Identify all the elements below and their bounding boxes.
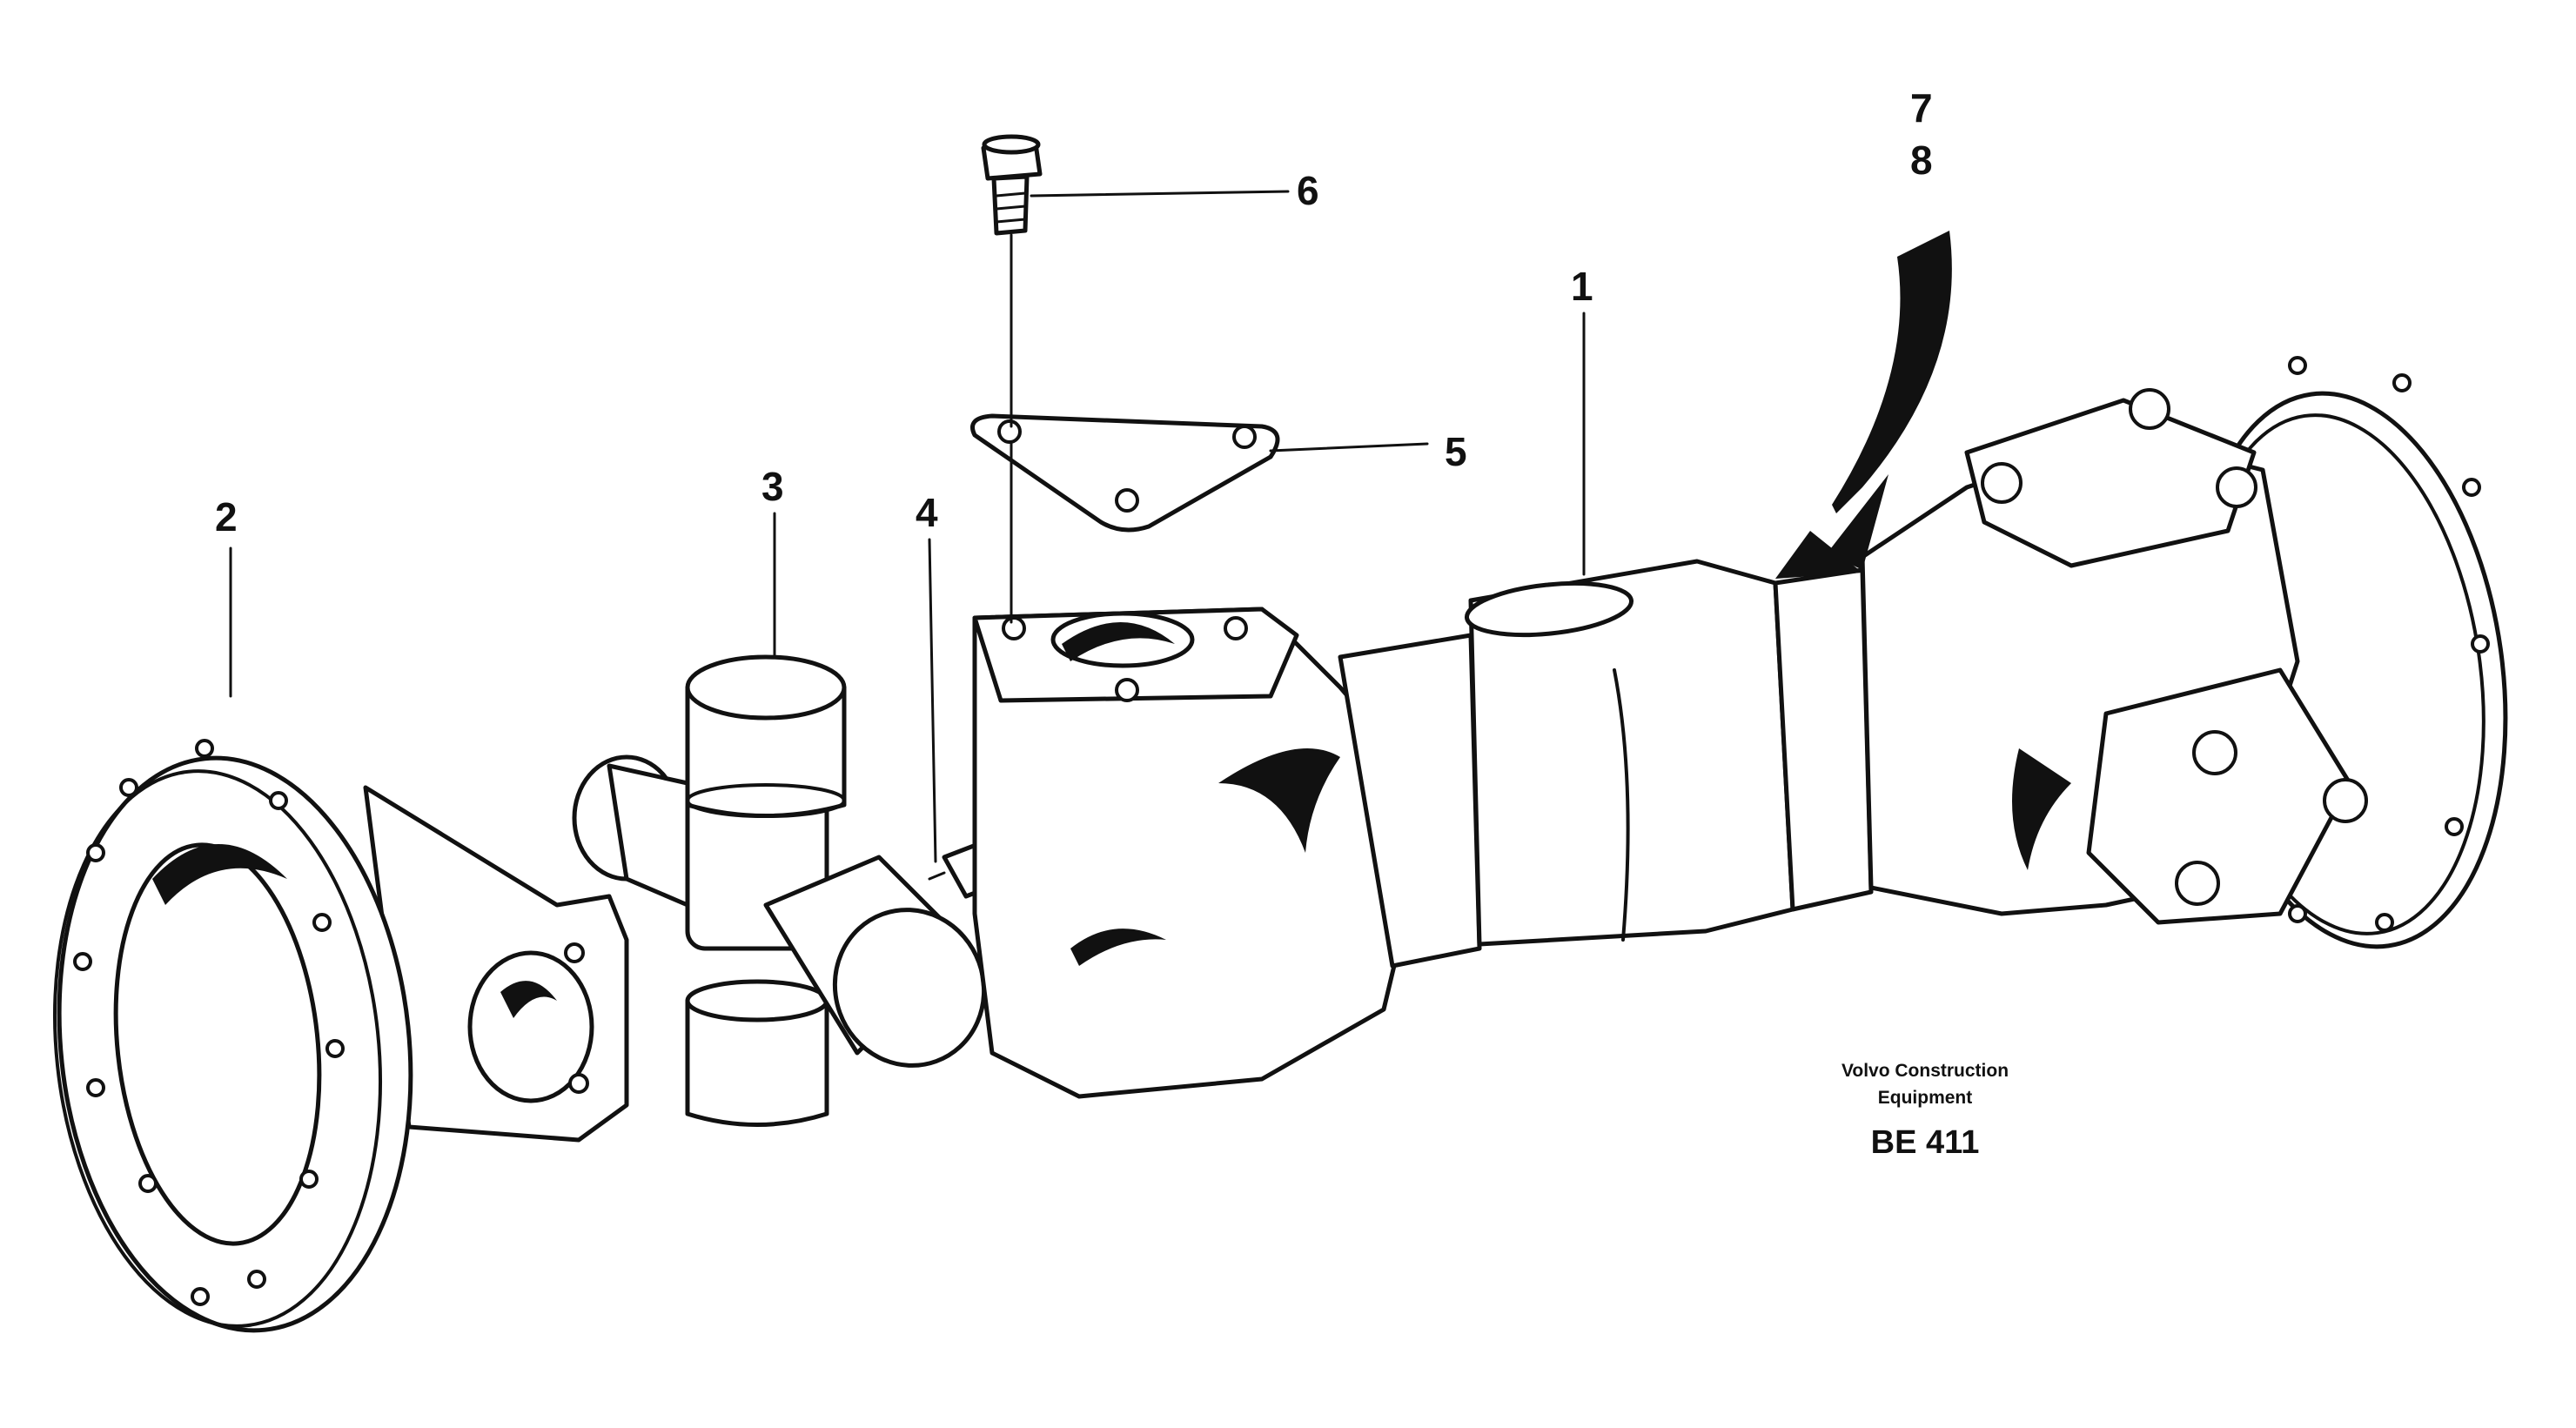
caption-line-2: Equipment <box>1878 1088 1973 1108</box>
callout-3: 3 <box>761 464 784 509</box>
rear-flange-bolt-holes <box>2288 356 2490 932</box>
flange-bolt-holes <box>73 739 345 1306</box>
callout-8: 8 <box>1910 137 1933 183</box>
lock-plate <box>970 413 1280 533</box>
shaft-front-yoke <box>972 607 1430 1099</box>
rear-yoke-bolts <box>1981 388 2368 906</box>
caption-line-1: Volvo Construction <box>1841 1061 2009 1081</box>
callout-2: 2 <box>215 494 238 540</box>
bearing-cup <box>763 855 987 1068</box>
callout-6: 6 <box>1297 168 1319 213</box>
caption-block: Volvo Construction Equipment BE 411 <box>1841 1061 2009 1161</box>
diagram-code: BE 411 <box>1871 1124 1980 1161</box>
callout-labels: 1 2 3 4 5 6 7 8 <box>215 85 1933 540</box>
shaft-tube <box>1338 559 1874 969</box>
leader-lines <box>229 190 1586 863</box>
callout-1: 1 <box>1571 264 1593 309</box>
callout-5: 5 <box>1445 429 1467 474</box>
callout-7: 7 <box>1910 85 1933 131</box>
companion-flange <box>52 739 629 1333</box>
rear-flange-yoke <box>1860 356 2508 949</box>
callout-4: 4 <box>916 490 938 535</box>
alignment-lines <box>928 233 1013 881</box>
indicator-arrow <box>1775 231 1952 579</box>
cap-screw <box>981 134 1043 236</box>
